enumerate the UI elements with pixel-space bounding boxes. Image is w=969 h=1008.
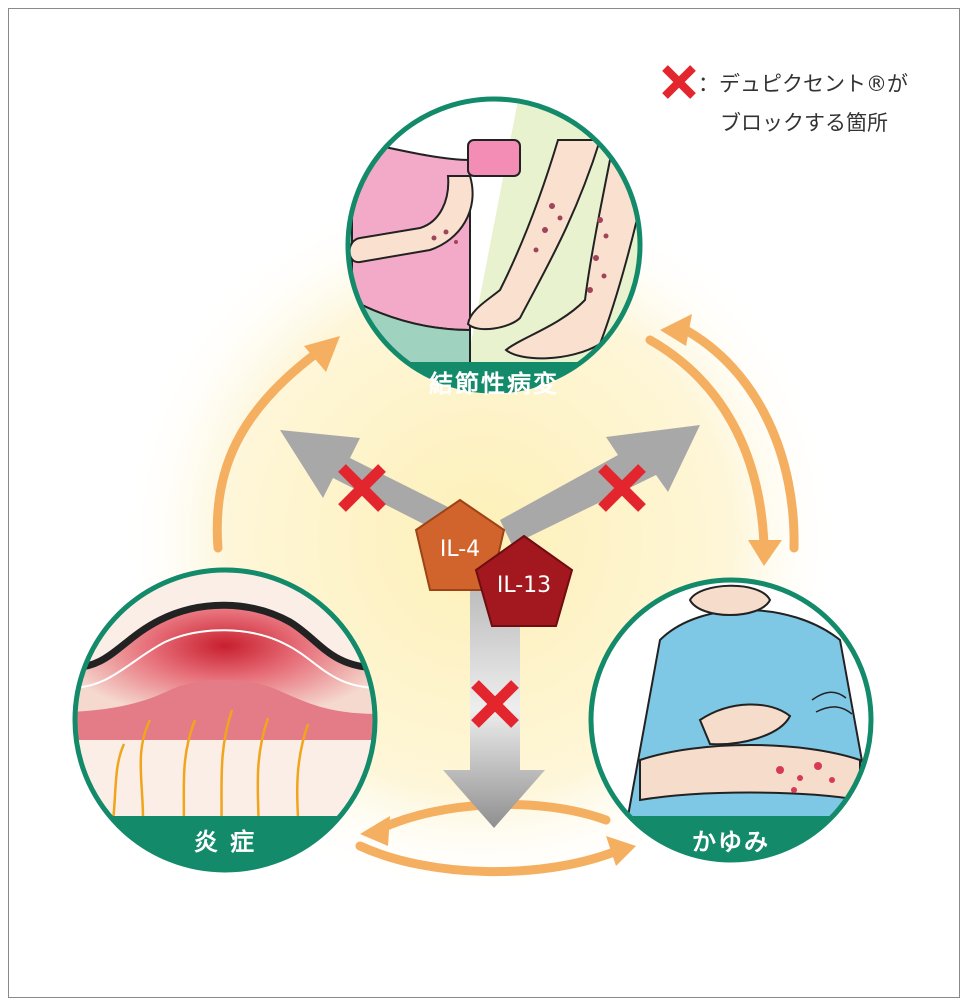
label-itch: かゆみ <box>692 828 770 856</box>
label-inflammation: 炎 症 <box>194 828 256 856</box>
il13-label: IL-13 <box>497 573 551 598</box>
il4-label: IL-4 <box>440 537 480 562</box>
red-cross-icon <box>665 68 693 96</box>
legend: ：デュピクセント®が ブロックする箇所 <box>665 68 908 135</box>
label-nodular-lesions: 結節性病変 <box>429 370 559 398</box>
legend-text-line2: ブロックする箇所 <box>720 111 888 135</box>
legend-text-line1: ：デュピクセント®が <box>698 72 908 96</box>
